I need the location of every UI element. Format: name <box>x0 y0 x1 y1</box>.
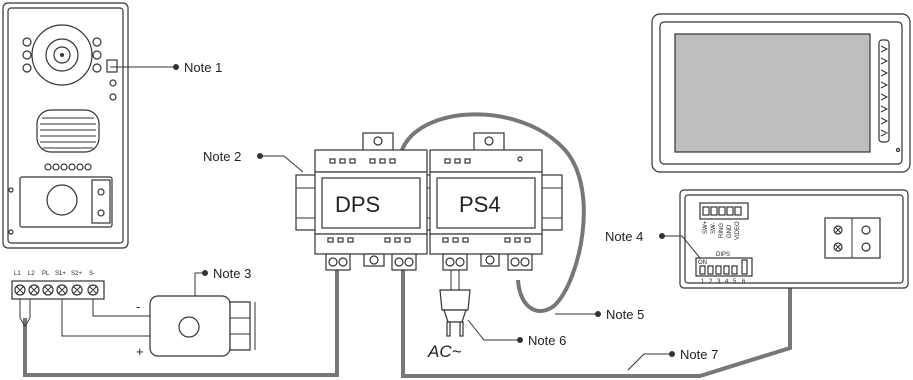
dps-module: DPS <box>314 132 428 271</box>
connector-label-1: SW- <box>711 222 717 234</box>
connector-label-2: RING <box>719 223 725 238</box>
dips-title: DIPS <box>716 252 730 258</box>
cable-lock-to-dps <box>23 270 339 377</box>
terminal-label-5: S- <box>89 271 95 277</box>
dip-number-1: 1 <box>701 279 705 285</box>
monitor-screen <box>674 33 871 153</box>
monitor-back-panel: SW+ SW- RING GND VIDEO DIPS ON 1 2 3 4 5… <box>679 189 909 289</box>
dip-number-4: 4 <box>725 279 729 285</box>
terminal-label-2: PL <box>42 271 50 277</box>
cable-ps4-to-dps <box>400 112 586 313</box>
indoor-monitor <box>651 13 911 173</box>
terminal-label-1: L2 <box>28 271 35 277</box>
dip-number-3: 3 <box>717 279 721 285</box>
terminal-strip: L1 L2 PL S1+ S2+ S- <box>11 271 105 300</box>
camera-icon <box>31 24 93 86</box>
note-7-label: Note 7 <box>680 347 718 362</box>
connector-label-4: VIDEO <box>735 221 741 240</box>
note-4-label: Note 4 <box>605 229 643 244</box>
speaker-grille <box>36 109 100 153</box>
dip-number-6: 6 <box>742 279 746 285</box>
ps4-module: PS4 <box>429 132 543 271</box>
note-6-label: Note 6 <box>528 333 566 348</box>
dps-label: DPS <box>335 192 380 217</box>
lock-minus-label: - <box>136 299 140 314</box>
door-station <box>2 2 129 249</box>
lock-keyhole-icon <box>178 316 200 338</box>
terminal-label-4: S2+ <box>71 271 82 277</box>
ac-label: AC~ <box>427 342 462 361</box>
electric-lock <box>149 295 256 357</box>
dips-on-label: ON <box>698 260 707 266</box>
connector-label-3: GND <box>727 224 733 238</box>
dip-number-2: 2 <box>709 279 713 285</box>
terminal-label-3: S1+ <box>55 271 66 277</box>
call-button <box>46 184 78 216</box>
dip-number-5: 5 <box>733 279 737 285</box>
connector-label-0: SW+ <box>703 220 709 234</box>
lock-plus-label: + <box>136 344 144 359</box>
dip-switch: ON <box>695 257 753 277</box>
note-5-label: Note 5 <box>606 307 644 322</box>
note-2-label: Note 2 <box>203 149 241 164</box>
terminal-label-0: L1 <box>14 271 21 277</box>
ps4-label: PS4 <box>459 192 501 217</box>
note-1-label: Note 1 <box>184 60 222 75</box>
ac-plug-icon <box>439 270 471 337</box>
note-3-label: Note 3 <box>213 266 251 281</box>
